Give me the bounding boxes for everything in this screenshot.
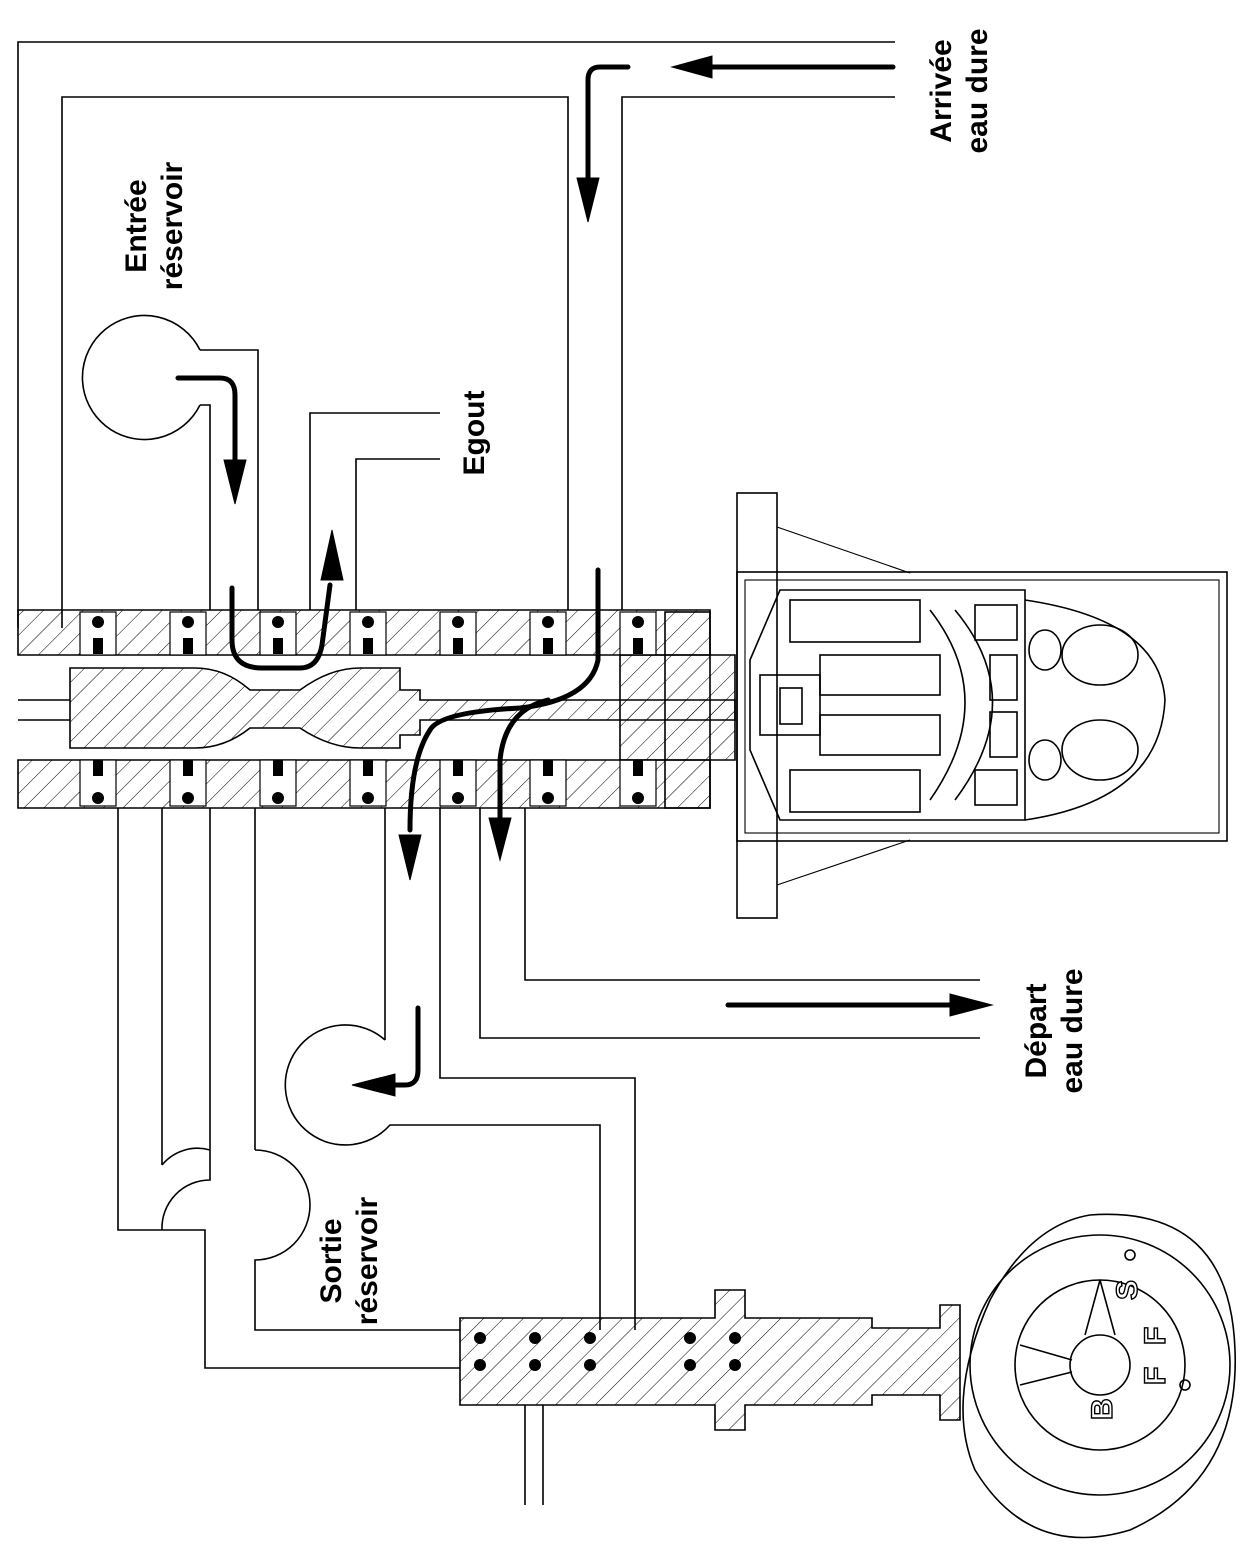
seal-lip <box>453 638 463 654</box>
cross-flow-arrow-1 <box>407 567 601 833</box>
o-ring <box>362 792 374 804</box>
label-arrivee: Arrivée eau dure <box>925 28 994 154</box>
o-ring <box>272 792 284 804</box>
pilot-o-ring <box>474 1359 486 1371</box>
tank-inlet-arrow <box>175 375 238 463</box>
seal-lip <box>363 638 373 654</box>
seal-lip <box>453 760 463 776</box>
o-ring <box>92 616 104 628</box>
seal-lip <box>93 760 103 776</box>
o-ring <box>542 792 554 804</box>
seal-lip <box>633 760 643 776</box>
pilot-o-ring <box>474 1332 486 1344</box>
seal-lip <box>183 638 193 654</box>
seal-lip <box>543 638 553 654</box>
o-ring <box>632 792 644 804</box>
pilot-o-ring <box>729 1332 741 1344</box>
seal-lip <box>363 760 373 776</box>
label-depart: Départ eau dure <box>1020 968 1089 1094</box>
o-ring <box>92 792 104 804</box>
label-sortie: Sortie réservoir <box>315 1196 384 1326</box>
pilot-o-ring <box>529 1359 541 1371</box>
seal-lip <box>273 760 283 776</box>
drain-flow-arrow <box>229 582 333 671</box>
label-egout: Egout <box>458 390 491 476</box>
supply-down-arrow <box>585 64 631 183</box>
pilot-o-ring <box>529 1332 541 1344</box>
o-ring <box>452 616 464 628</box>
pilot-valve <box>459 1289 961 1505</box>
valve-body <box>17 609 736 809</box>
o-ring <box>542 616 554 628</box>
tank-outlet-arrow <box>392 1005 421 1088</box>
o-ring <box>362 616 374 628</box>
pilot-o-ring <box>684 1359 696 1371</box>
pilot-o-ring <box>584 1359 596 1371</box>
dial-letter-b: B <box>1086 1398 1119 1420</box>
drain-pipes <box>117 808 980 1369</box>
pilot-o-ring <box>729 1359 741 1371</box>
motor-housing <box>736 492 1228 919</box>
o-ring <box>182 616 194 628</box>
seal-lip <box>633 638 643 654</box>
dial-letter-f1: F <box>1139 1327 1172 1345</box>
o-ring <box>452 792 464 804</box>
selector-dial: S F F B <box>962 1213 1236 1539</box>
pilot-o-ring <box>684 1332 696 1344</box>
o-ring <box>272 616 284 628</box>
seal-lip <box>273 638 283 654</box>
supply-pipes <box>17 41 895 628</box>
o-ring <box>182 792 194 804</box>
seal-lip <box>93 638 103 654</box>
pilot-o-ring <box>584 1332 596 1344</box>
flow-arrows <box>175 55 994 1097</box>
dial-letter-s: S <box>1111 1280 1144 1300</box>
seal-lip <box>183 760 193 776</box>
label-entree: Entrée réservoir <box>120 161 189 291</box>
dial-letter-f2: F <box>1139 1367 1172 1385</box>
cross-flow-arrow-2 <box>497 697 551 821</box>
seal-lip <box>543 760 553 776</box>
o-ring <box>632 616 644 628</box>
